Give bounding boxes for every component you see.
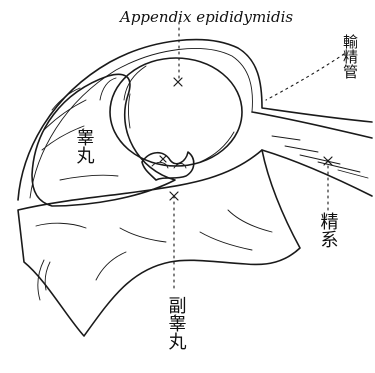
spermatic-cord-upper: [252, 112, 372, 138]
label-epididymis: 副睾丸: [166, 296, 187, 350]
marker-testis: [160, 156, 166, 162]
appendix-epididymidis-shape: [110, 58, 242, 166]
marker-appendix: [174, 78, 182, 86]
label-spermatic-cord: 精系: [318, 212, 339, 248]
marker-epididymis: [170, 192, 178, 200]
label-vas-deferens: 輸精管: [341, 34, 359, 79]
membrane-flap: [18, 150, 300, 336]
outer-envelope-outline: [18, 40, 372, 200]
testis-outline: [32, 74, 175, 206]
spermatic-cord-lower: [262, 150, 372, 196]
membrane-folds: [36, 210, 272, 300]
label-appendix-epididymidis: Appendix epididymidis: [118, 8, 293, 26]
leader-duct: [266, 54, 344, 100]
label-testis: 睾丸: [74, 128, 95, 164]
